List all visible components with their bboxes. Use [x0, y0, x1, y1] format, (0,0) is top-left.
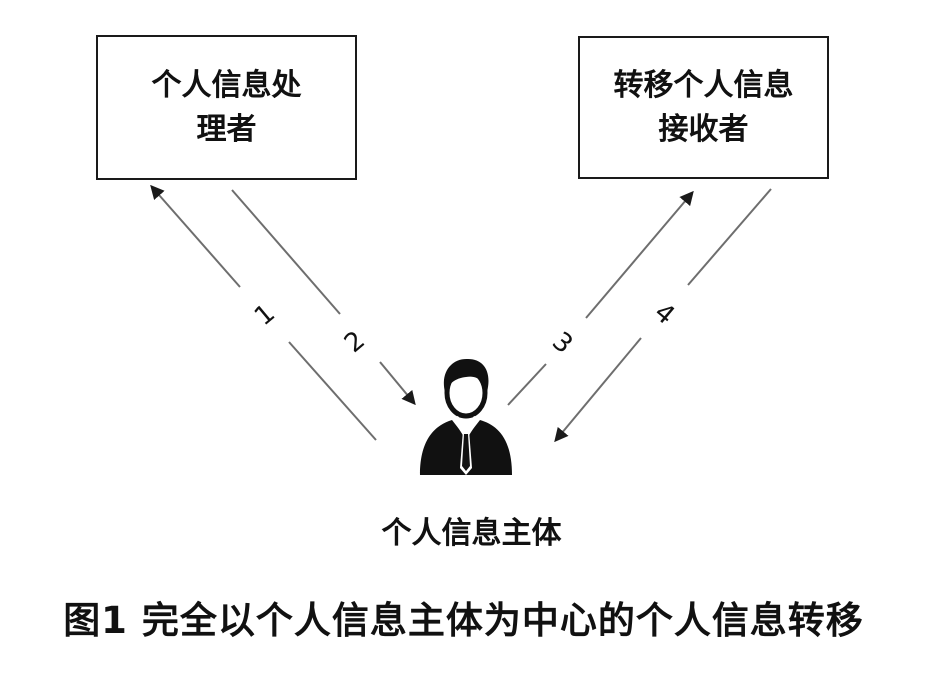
- arrow-1-line-upper: [150, 184, 241, 288]
- personal-information-subject-label: 个人信息主体: [381, 516, 562, 551]
- processor-label-line2: 理者: [196, 111, 257, 147]
- person-in-suit-icon: [420, 358, 512, 475]
- transfer-receiver-box: 转移个人信息 接收者: [578, 36, 829, 179]
- arrow-1: 1: [150, 184, 377, 441]
- arrow-4-line-lower: [554, 337, 642, 443]
- arrow-1-line-lower: [288, 341, 377, 441]
- arrow-2-label: 2: [339, 325, 371, 359]
- arrow-2: 2: [231, 189, 416, 406]
- arrow-1-label: 1: [249, 298, 281, 332]
- arrow-2-line-lower: [379, 361, 416, 406]
- processor-label-line1: 个人信息处: [151, 68, 302, 103]
- arrow-3-line-upper: [585, 190, 694, 319]
- arrow-3-label: 3: [546, 326, 578, 360]
- arrow-4-line-upper: [687, 188, 772, 286]
- arrow-3: 3: [507, 190, 694, 406]
- personal-information-processor-box: 个人信息处 理者: [96, 35, 357, 180]
- receiver-label-line2: 接收者: [658, 111, 749, 147]
- arrow-4-label: 4: [648, 297, 680, 331]
- figure-caption: 图1 完全以个人信息主体为中心的个人信息转移: [63, 599, 864, 642]
- receiver-label-line1: 转移个人信息: [613, 68, 794, 103]
- arrow-2-line-upper: [231, 189, 341, 315]
- arrow-3-line-lower: [507, 363, 547, 406]
